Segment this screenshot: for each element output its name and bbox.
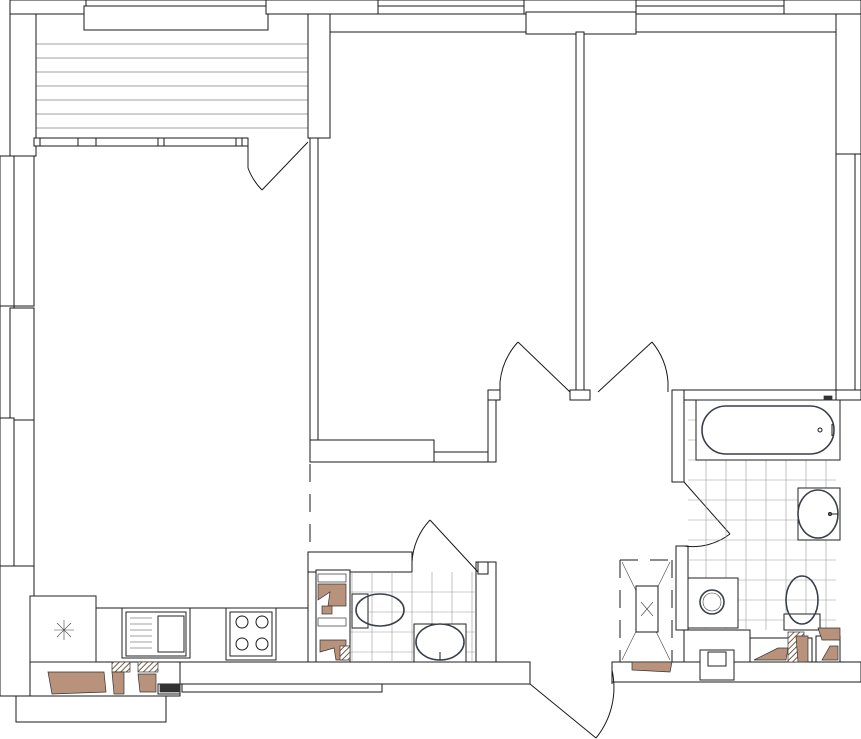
wall-top-4 [329, 13, 527, 33]
wall-bathroom-left-bottom [675, 545, 689, 631]
utility-shaft-kitchen [47, 661, 181, 695]
wall-bedroom1-bottom-b [433, 451, 497, 463]
wall-bedroom1-bottom [309, 439, 435, 463]
wall-top-pillar [525, 11, 637, 35]
toilet-door[interactable] [411, 519, 479, 573]
hall [619, 559, 673, 673]
toilet-icon [783, 575, 821, 631]
partition-bedroom1-bedroom2 [575, 31, 585, 393]
wall-right-upper [835, 13, 861, 155]
wall-top-7 [783, 0, 861, 15]
stove-icon [225, 607, 277, 661]
jamb-cap-1 [487, 389, 501, 401]
fridge-icon [29, 595, 97, 663]
toilet-jamb [477, 561, 489, 575]
wall-top-3 [265, 0, 379, 15]
interior-walls [307, 31, 837, 663]
wall-toilet-top [307, 551, 413, 573]
bedroom1-door[interactable] [499, 341, 571, 393]
kitchen-sink-icon [121, 607, 191, 659]
entrance-door[interactable] [529, 662, 615, 739]
washbasin-icon [797, 487, 841, 541]
utility-shaft-toilet [315, 569, 351, 663]
toilet-room [315, 569, 476, 663]
window-left-3 [0, 417, 15, 567]
loggia-decking [36, 43, 308, 129]
wall-bedroom1-jamb [487, 389, 497, 463]
loggia [33, 13, 331, 191]
loggia-door[interactable] [247, 141, 309, 191]
wall-toilet-right [475, 561, 497, 663]
wall-left-2 [13, 155, 35, 307]
washbasin-icon [413, 623, 467, 663]
wardrobe-icon [619, 559, 673, 662]
bathroom-door[interactable] [683, 481, 731, 548]
bathroom [687, 395, 841, 681]
washing-machine-icon [687, 577, 739, 629]
bathtub-icon [695, 395, 841, 461]
wall-loggia-right [307, 13, 331, 139]
window-top-2 [377, 0, 527, 7]
water-heater-icon [699, 649, 735, 681]
doors [411, 341, 731, 739]
loggia-glazing-mullions [39, 138, 243, 146]
wall-left-1 [9, 13, 37, 157]
toilet-icon [351, 593, 405, 629]
exterior-walls [0, 0, 861, 723]
wall-left-3 [9, 307, 35, 421]
wall-top-1 [9, 0, 87, 15]
window-left-1 [0, 155, 15, 307]
wall-bottom-2 [179, 661, 531, 685]
window-right [854, 153, 861, 391]
wall-left-5 [0, 565, 35, 697]
window-top-1 [85, 0, 267, 7]
wall-top-6 [635, 13, 837, 33]
wall-bottom-left-ledge [15, 695, 167, 723]
utility-shaft-bathroom [749, 627, 841, 663]
wall-right-lower [835, 389, 861, 401]
window-top-3 [635, 0, 785, 7]
partition-living-bedroom1 [309, 137, 319, 441]
wall-bottom-2b [181, 683, 383, 693]
bedroom2-door[interactable] [597, 341, 669, 393]
wall-bathroom-left-top [671, 389, 685, 483]
jamb-cap-2 [569, 389, 591, 401]
wall-bedroom2-bottom [671, 389, 837, 401]
wall-left-4 [13, 419, 35, 567]
utility-shaft-hall [631, 661, 673, 673]
wall-top-2 [83, 5, 269, 31]
loggia-glazing [33, 137, 249, 147]
kitchen [29, 595, 308, 695]
